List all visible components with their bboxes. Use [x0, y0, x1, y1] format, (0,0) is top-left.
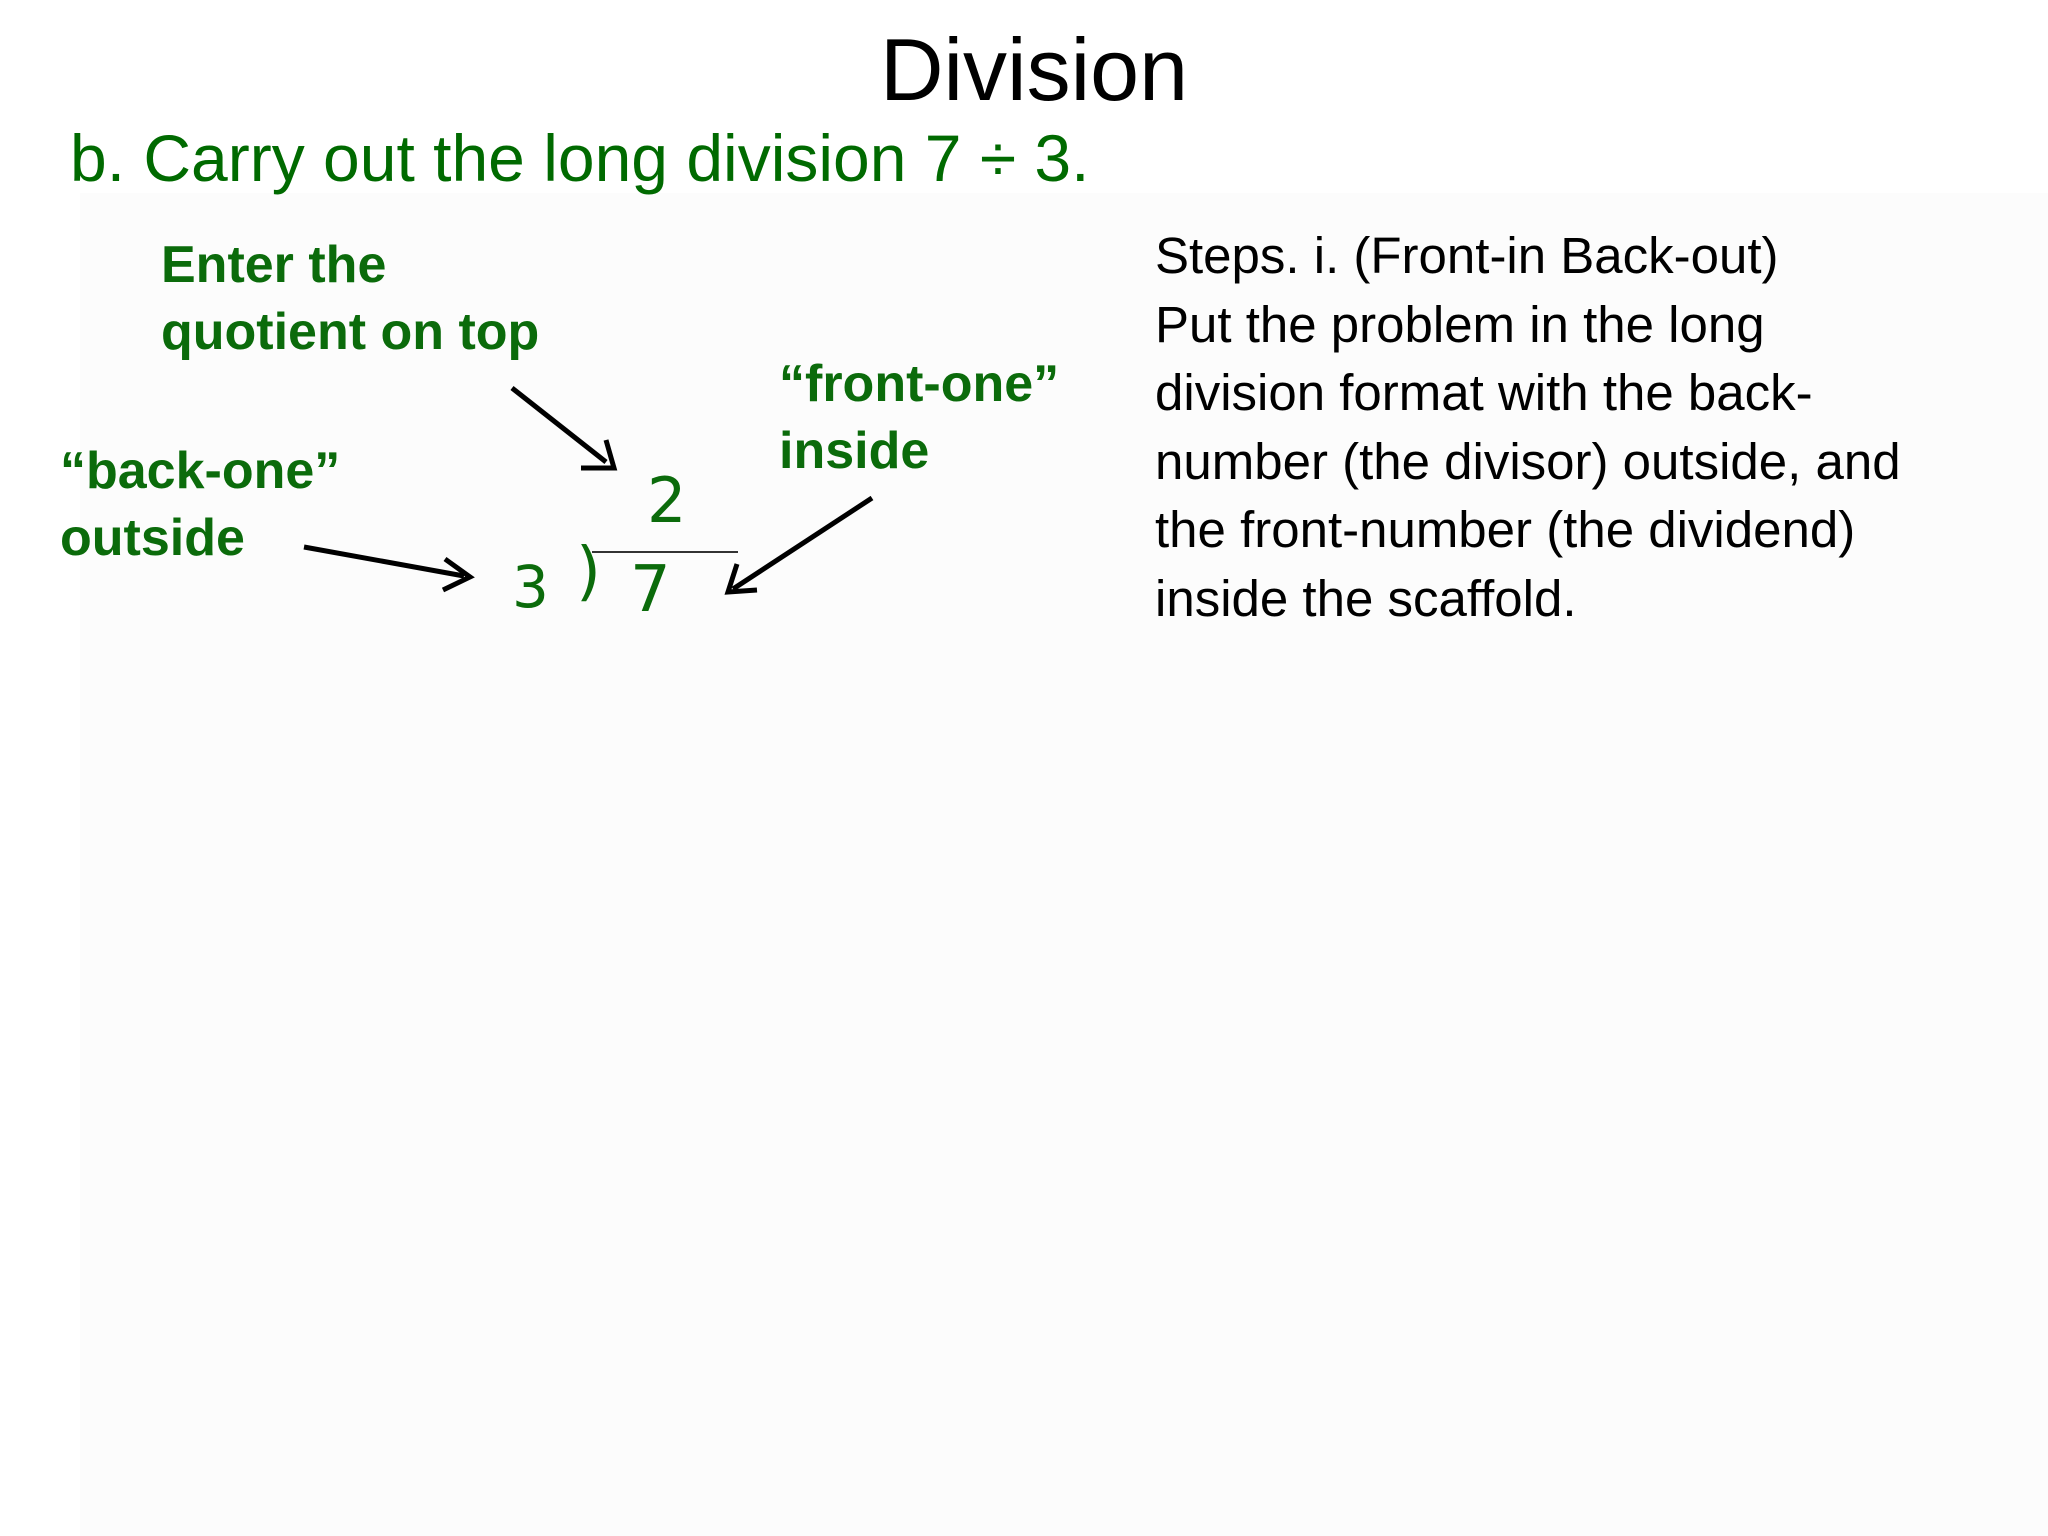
steps-line-3: division format with the back- [1155, 364, 1813, 421]
callout-front-one-line-2: inside [779, 422, 930, 480]
steps-line-4: number (the divisor) outside, and [1155, 432, 1901, 490]
division-dividend: 7 [630, 553, 671, 627]
callout-back-one-line-2: outside [60, 509, 245, 567]
callout-front-one: “front-one” inside [779, 351, 1059, 485]
steps-line-6: inside the scaffold. [1155, 569, 1577, 627]
slide-subtitle: b. Carry out the long division 7 ÷ 3. [70, 121, 1090, 195]
callout-quotient-line-1: Enter the [161, 236, 387, 294]
callout-quotient: Enter the quotient on top [161, 232, 539, 366]
steps-line-2: Put the problem in the long [1155, 295, 1765, 353]
content-panel [80, 193, 2048, 1536]
steps-line-1: Steps. i. (Front-in Back-out) [1155, 227, 1779, 284]
steps-text: Steps. i. (Front-in Back-out) Put the pr… [1155, 222, 2035, 633]
callout-back-one-line-1: “back-one” [60, 442, 341, 500]
division-divisor: 3 [512, 553, 549, 621]
callout-quotient-line-2: quotient on top [161, 303, 540, 361]
callout-front-one-line-1: “front-one” [779, 355, 1060, 413]
steps-line-5: the front-number (the dividend) [1155, 501, 1856, 558]
slide-title: Division [879, 20, 1189, 119]
division-bracket: ) [576, 535, 601, 609]
callout-back-one: “back-one” outside [60, 438, 340, 572]
division-quotient: 2 [647, 464, 687, 537]
